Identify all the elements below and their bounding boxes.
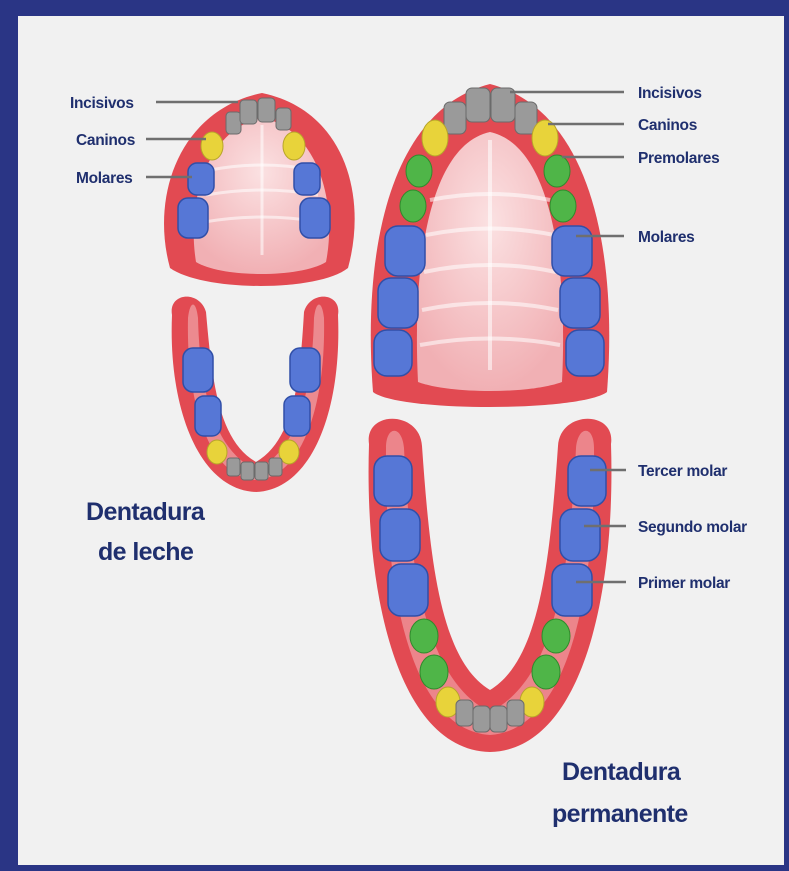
tooth-molar <box>284 396 310 436</box>
tooth-canine <box>283 132 305 160</box>
primary-title-line2: de leche <box>98 538 194 566</box>
tooth-incisor <box>466 88 490 122</box>
tooth-molar <box>188 163 214 195</box>
tooth-incisor <box>226 112 241 134</box>
tooth-molar <box>374 456 412 506</box>
permanent-label-molars: Molares <box>638 229 694 246</box>
tooth-molar <box>290 348 320 392</box>
tooth-incisor <box>444 102 466 134</box>
permanent-lower-molars <box>374 456 606 616</box>
permanent-label-incisors: Incisivos <box>638 85 702 102</box>
tooth-molar <box>300 198 330 238</box>
primary-lower-arch <box>172 297 339 492</box>
tooth-premolar <box>420 655 448 689</box>
tooth-molar <box>552 226 592 276</box>
permanent-title-line1: Dentadura <box>562 758 682 786</box>
tooth-molar <box>183 348 213 392</box>
tooth-incisor <box>269 458 282 476</box>
permanent-title: Dentadura permanente <box>552 758 688 828</box>
tooth-incisor <box>473 706 490 732</box>
tooth-molar <box>566 330 604 376</box>
tooth-canine <box>207 440 227 464</box>
tooth-molar <box>195 396 221 436</box>
tooth-incisor <box>258 98 275 122</box>
primary-title: Dentadura de leche <box>86 498 206 566</box>
permanent-title-line2: permanente <box>552 800 688 828</box>
tooth-molar <box>374 330 412 376</box>
tooth-molar <box>378 278 418 328</box>
primary-label-canines: Caninos <box>76 132 135 149</box>
primary-title-line1: Dentadura <box>86 498 206 526</box>
tooth-incisor <box>456 700 473 726</box>
permanent-label-second-molar: Segundo molar <box>638 519 747 536</box>
tooth-incisor <box>240 100 257 124</box>
permanent-label-canines: Caninos <box>638 117 697 134</box>
primary-label-molars: Molares <box>76 170 132 187</box>
primary-label-incisors: Incisivos <box>70 95 134 112</box>
permanent-label-third-molar: Tercer molar <box>638 463 727 480</box>
tooth-premolar <box>410 619 438 653</box>
tooth-molar <box>294 163 320 195</box>
tooth-premolar <box>406 155 432 187</box>
permanent-label-first-molar: Primer molar <box>638 575 730 592</box>
tooth-incisor <box>490 706 507 732</box>
tooth-incisor <box>255 462 268 480</box>
tooth-molar <box>178 198 208 238</box>
tooth-molar <box>568 456 606 506</box>
tooth-molar <box>385 226 425 276</box>
primary-lower-molars <box>183 348 320 436</box>
tooth-incisor <box>507 700 524 726</box>
tooth-incisor <box>276 108 291 130</box>
tooth-molar <box>552 564 592 616</box>
tooth-incisor <box>241 462 254 480</box>
tooth-molar <box>380 509 420 561</box>
tooth-premolar <box>544 155 570 187</box>
tooth-canine <box>422 120 448 156</box>
primary-upper-arch <box>164 93 355 286</box>
tooth-premolar <box>550 190 576 222</box>
permanent-upper-arch <box>371 84 609 407</box>
tooth-molar <box>560 278 600 328</box>
tooth-molar <box>388 564 428 616</box>
tooth-canine <box>532 120 558 156</box>
tooth-premolar <box>542 619 570 653</box>
tooth-incisor <box>227 458 240 476</box>
tooth-canine <box>201 132 223 160</box>
tooth-premolar <box>532 655 560 689</box>
permanent-lower-arch <box>369 419 612 752</box>
tooth-molar <box>560 509 600 561</box>
tooth-premolar <box>400 190 426 222</box>
permanent-label-premolars: Premolares <box>638 150 719 167</box>
